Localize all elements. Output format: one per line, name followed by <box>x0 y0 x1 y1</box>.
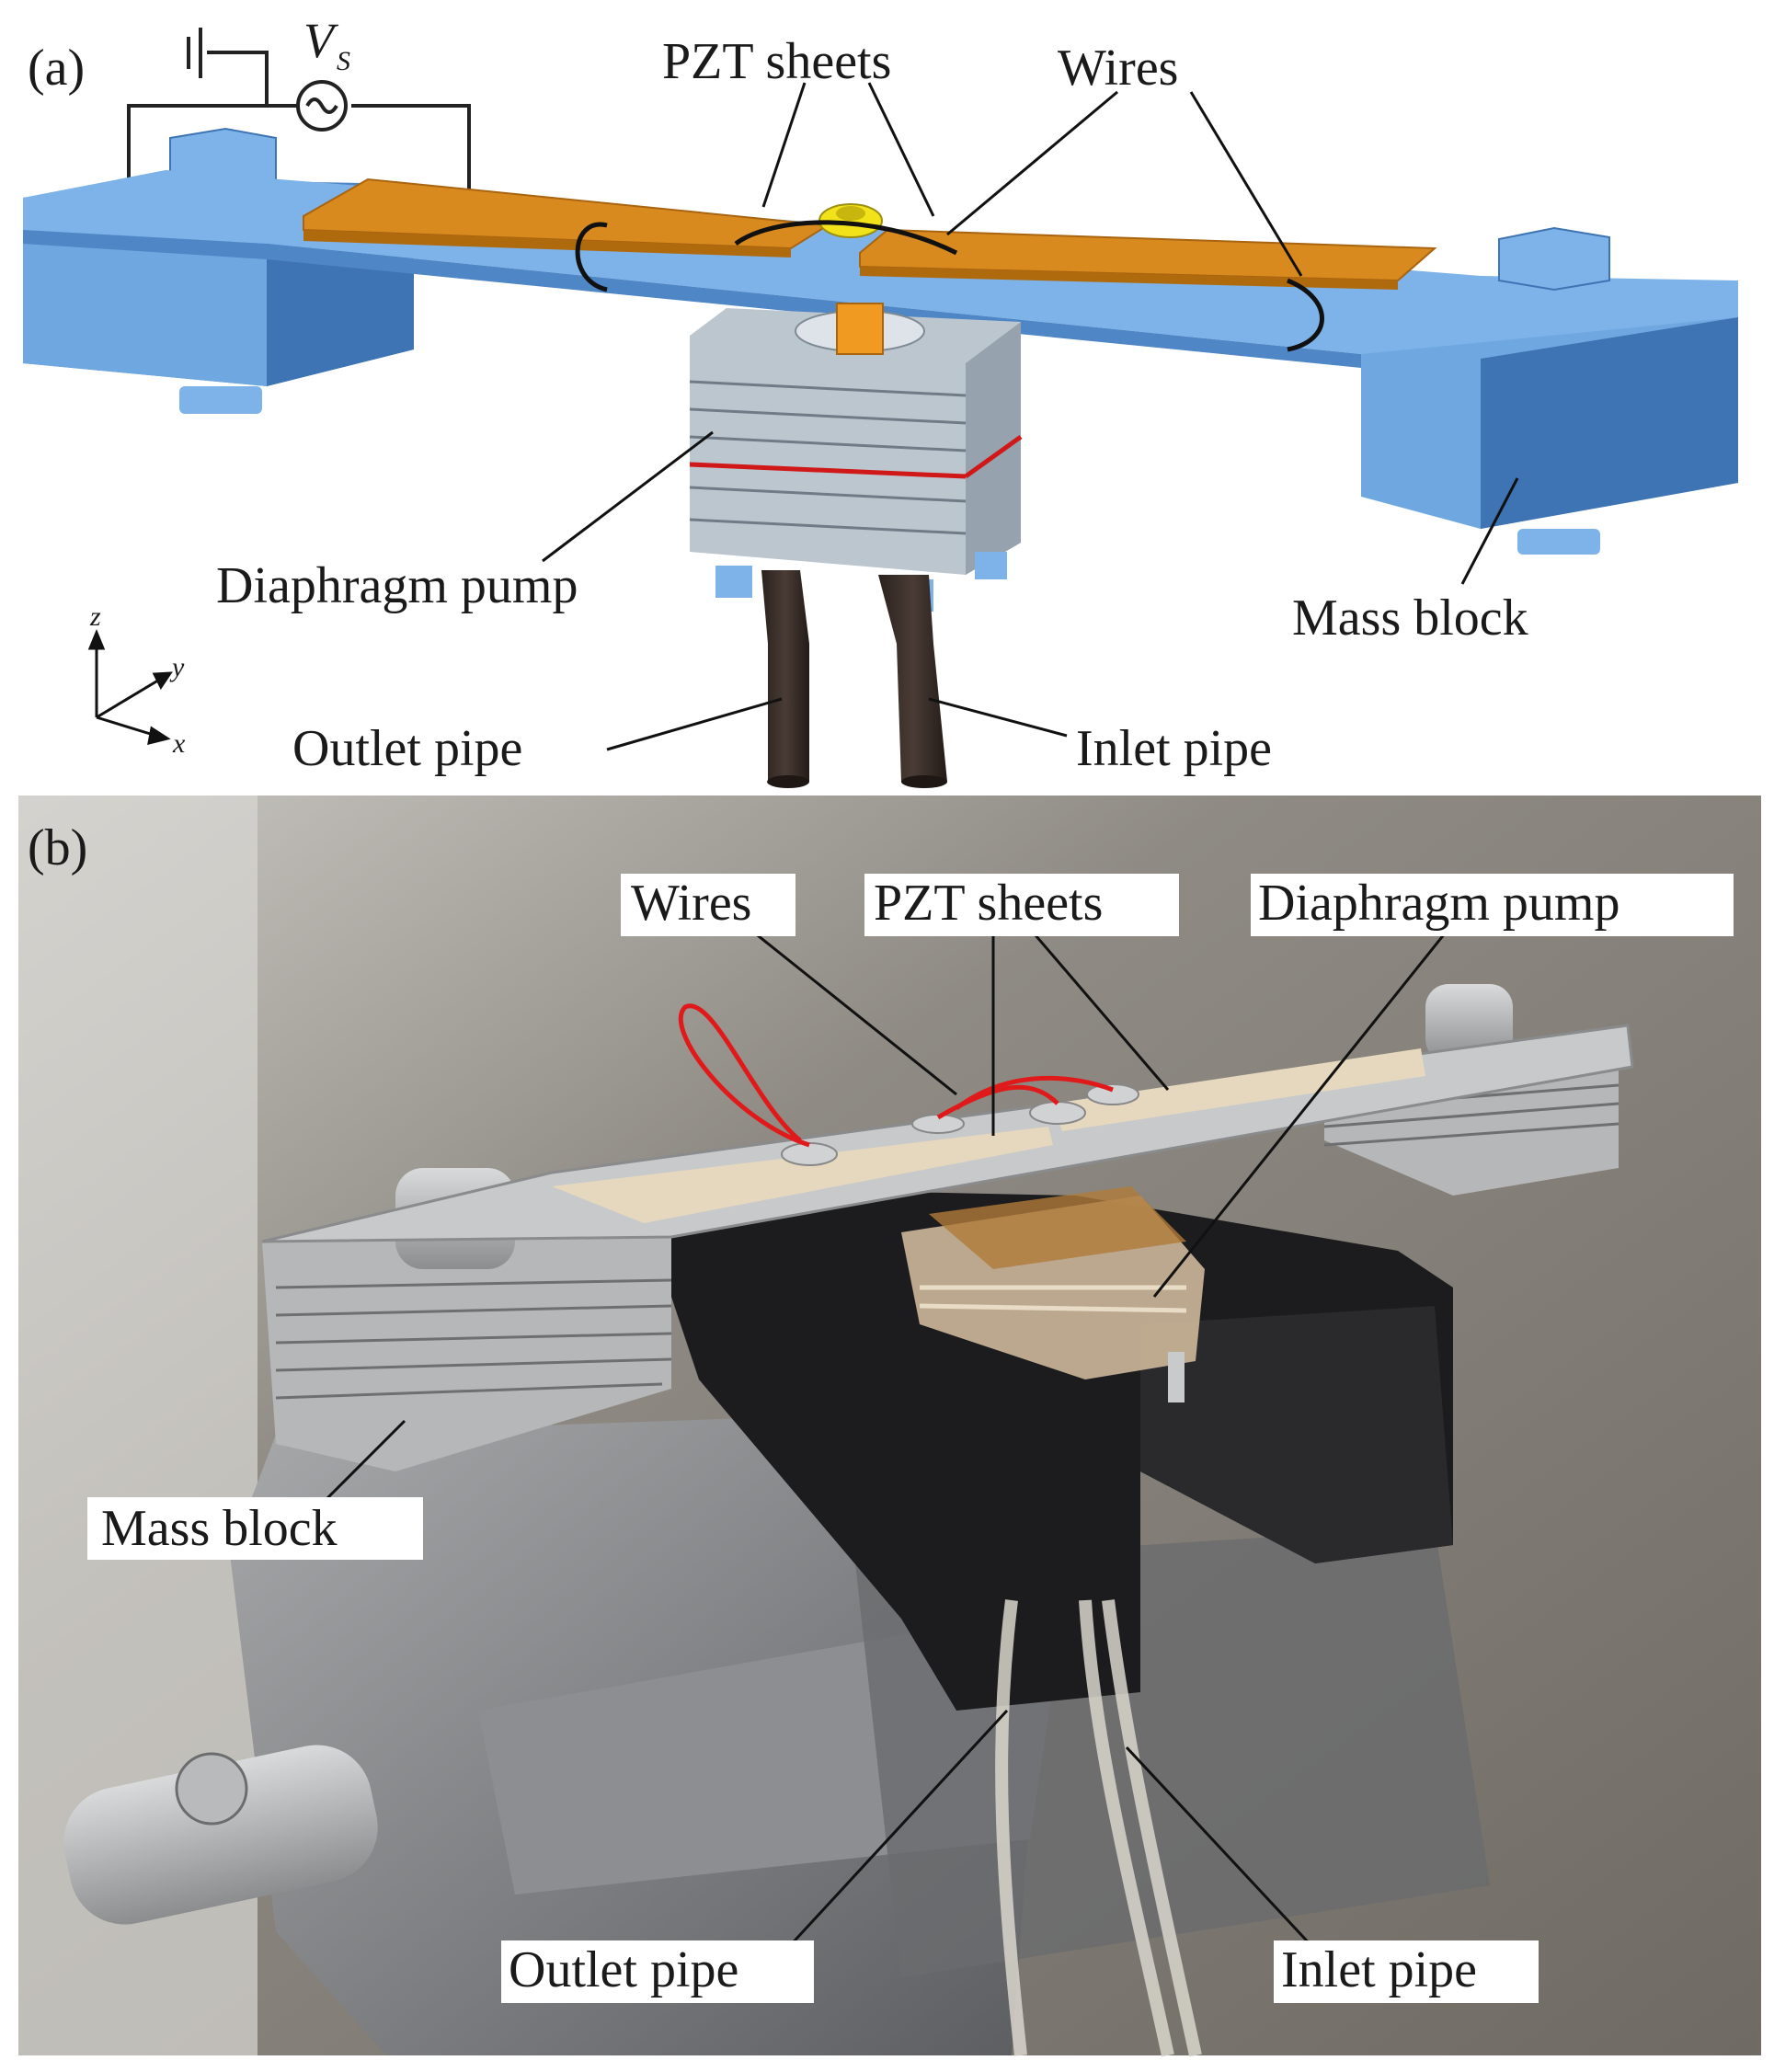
label-b-mass: Mass block <box>101 1500 338 1557</box>
panel-a-tag: (a) <box>28 40 85 97</box>
inlet-tube <box>1079 1599 1174 2057</box>
label-b-mass-box <box>87 1497 423 1560</box>
label-a-wires: Wires <box>1058 40 1178 97</box>
pipes-3d <box>761 570 947 788</box>
mass-block-left <box>23 127 414 414</box>
photo-diaphragm-pump <box>901 1186 1205 1402</box>
source-label: V <box>303 13 339 68</box>
photo-pzt-right <box>1053 1048 1425 1131</box>
pump-piston <box>836 303 884 355</box>
axis-x-label: x <box>172 728 186 759</box>
axis-z-label: z <box>89 601 101 632</box>
panel-b-tag: (b) <box>28 819 87 876</box>
black-holder <box>635 1186 1453 1711</box>
label-a-pzt: PZT sheets <box>662 33 891 90</box>
label-b-pump-box <box>1251 874 1734 936</box>
axes-triad <box>87 629 173 746</box>
pump-bolt-1 <box>715 566 752 598</box>
label-b-wires-box <box>621 874 795 936</box>
photo-bolt-right <box>1425 984 1513 1062</box>
photo-red-wires <box>678 1003 1114 1148</box>
photo-pzt-left <box>552 1127 1053 1223</box>
wire-loop-1 <box>575 222 608 292</box>
circuit-wire-left <box>127 104 267 184</box>
vise-screw <box>175 1752 248 1826</box>
source-label-sub: S <box>337 46 350 76</box>
solder-pads <box>781 1083 1139 1166</box>
wire-loops <box>575 220 1324 352</box>
outlet-tube <box>995 1599 1027 2056</box>
axis-y-label: y <box>169 652 185 682</box>
wire-loop-3 <box>1287 278 1324 352</box>
circuit <box>127 28 471 198</box>
label-b-pzt: PZT sheets <box>874 875 1103 932</box>
circuit-wire-right <box>351 104 471 198</box>
mass-block-right <box>1361 226 1738 555</box>
diaphragm-pump-3d <box>689 303 1023 612</box>
label-a-pump: Diaphragm pump <box>216 557 578 614</box>
circuit-wire-top <box>207 51 269 106</box>
label-a-mass: Mass block <box>1292 590 1528 647</box>
label-b-wires: Wires <box>631 875 751 932</box>
label-b-pump: Diaphragm pump <box>1258 875 1619 932</box>
pump-bolt-3 <box>975 552 1007 579</box>
label-b-inlet-box <box>1274 1940 1539 2003</box>
clear-tubes <box>995 1599 1202 2057</box>
label-a-outlet: Outlet pipe <box>292 720 522 777</box>
photo-pump-bolt <box>1168 1352 1185 1402</box>
pump-layers <box>689 380 967 535</box>
nut-left <box>179 386 262 414</box>
sine-wave-icon <box>305 97 338 114</box>
outlet-pipe-shape <box>761 570 809 782</box>
bolt-head-right <box>1498 226 1610 292</box>
label-b-pzt-box <box>864 874 1179 936</box>
inlet-pipe-shape <box>878 575 947 782</box>
nut-right <box>1517 529 1600 555</box>
vise-handle <box>63 1745 378 1925</box>
leaders-a <box>542 82 1519 751</box>
wire-arc-2 <box>734 220 958 256</box>
label-b-inlet: Inlet pipe <box>1281 1941 1477 1998</box>
pump-membrane-line <box>689 462 967 479</box>
leaders-b <box>311 927 1450 1952</box>
vise <box>63 1416 1490 2055</box>
label-b-outlet-box <box>501 1940 814 2003</box>
pzt-sheet-right <box>859 228 1437 282</box>
label-a-inlet: Inlet pipe <box>1076 720 1272 777</box>
pzt-sheet-left <box>303 177 831 250</box>
panel-a: (a) V S <box>23 13 1738 788</box>
pzt-sheets <box>303 177 1437 290</box>
panel-b: (b) Wires PZT sheets Diaphragm pump Mass… <box>18 796 1761 2057</box>
label-b-outlet: Outlet pipe <box>509 1941 738 1998</box>
